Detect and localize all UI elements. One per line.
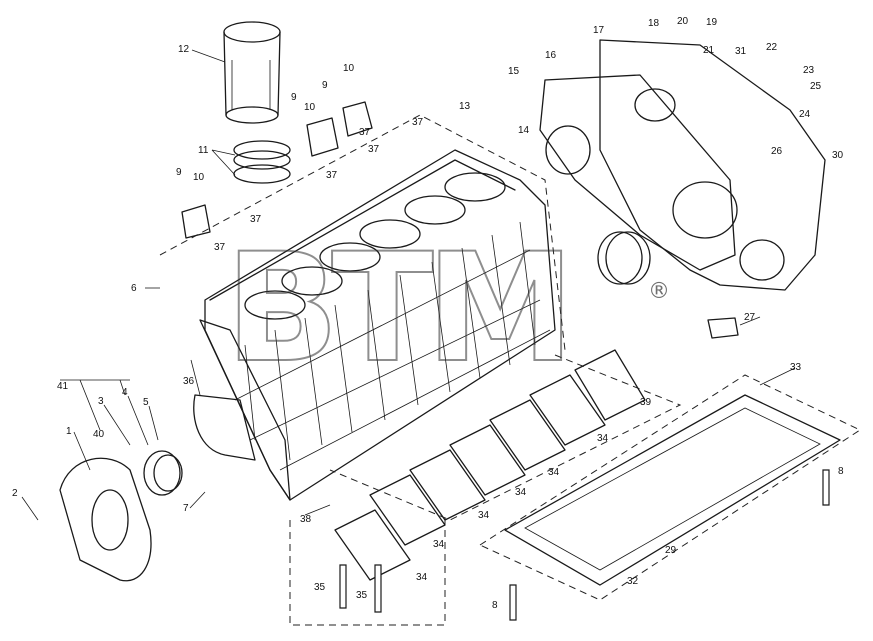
callout-label: 3 bbox=[98, 396, 104, 407]
callout-label: 39 bbox=[640, 397, 652, 408]
main-bearing-caps bbox=[334, 349, 646, 581]
callout-label: 23 bbox=[803, 65, 815, 76]
callout-label: 22 bbox=[766, 42, 778, 53]
callout-label: 16 bbox=[545, 50, 557, 61]
bolt bbox=[509, 584, 517, 621]
callouts: 1 2 3 4 5 6 7 8 8 9 9 9 10 10 10 11 12 1… bbox=[12, 16, 844, 611]
callout-label: 37 bbox=[326, 170, 338, 181]
callout-label: 20 bbox=[677, 16, 689, 27]
callout-label: 34 bbox=[548, 467, 560, 478]
callout-label: 2 bbox=[12, 488, 18, 499]
cylinder-liner bbox=[223, 21, 281, 124]
callout-label: 10 bbox=[193, 172, 205, 183]
callout-label: 12 bbox=[178, 44, 190, 55]
bolt bbox=[822, 469, 830, 506]
callout-label: 35 bbox=[314, 582, 326, 593]
front-seal bbox=[143, 450, 183, 496]
callout-label: 34 bbox=[515, 487, 527, 498]
cover-plate bbox=[306, 117, 339, 157]
callout-label: 9 bbox=[176, 167, 182, 178]
watermark: BTM bbox=[225, 222, 567, 396]
callout-label: 21 bbox=[703, 45, 715, 56]
cover-plate bbox=[181, 204, 211, 239]
group-outline-6 bbox=[159, 114, 566, 351]
callout-label: 29 bbox=[665, 545, 677, 556]
callout-label: 31 bbox=[735, 46, 747, 57]
callout-label: 11 bbox=[198, 145, 209, 156]
front-cover bbox=[59, 457, 152, 582]
callout-label: 34 bbox=[416, 572, 428, 583]
callout-label: 8 bbox=[838, 466, 844, 477]
callout-label: 18 bbox=[648, 18, 660, 29]
callout-label: 24 bbox=[799, 109, 811, 120]
callout-label: 10 bbox=[343, 63, 355, 74]
callout-label: 37 bbox=[359, 127, 371, 138]
callout-label: 40 bbox=[93, 429, 105, 440]
callout-label: 15 bbox=[508, 66, 520, 77]
callout-label: 1 bbox=[66, 426, 72, 437]
group-outline-33 bbox=[478, 374, 862, 601]
cover-plate bbox=[342, 101, 373, 137]
callout-label: 9 bbox=[291, 92, 297, 103]
callout-label: 8 bbox=[492, 600, 498, 611]
cylinder-block bbox=[193, 149, 556, 501]
callout-label: 37 bbox=[214, 242, 226, 253]
callout-label: 10 bbox=[304, 102, 316, 113]
callout-label: 19 bbox=[706, 17, 718, 28]
cover-27 bbox=[707, 317, 739, 339]
bolt bbox=[339, 564, 347, 609]
callout-label: 37 bbox=[250, 214, 262, 225]
bearing bbox=[597, 231, 651, 285]
callout-label: 36 bbox=[183, 376, 195, 387]
bolt bbox=[374, 564, 382, 613]
callout-label: 37 bbox=[368, 144, 380, 155]
callout-label: 17 bbox=[593, 25, 605, 36]
seal-rings bbox=[233, 140, 291, 184]
callout-label: 9 bbox=[322, 80, 328, 91]
callout-label: 33 bbox=[790, 362, 802, 373]
callout-label: 27 bbox=[744, 312, 756, 323]
oil-pan bbox=[504, 394, 841, 586]
gasket-plate bbox=[539, 74, 736, 271]
callout-label: 35 bbox=[356, 590, 368, 601]
callout-label: 7 bbox=[183, 503, 189, 514]
group-outline-39 bbox=[329, 354, 682, 521]
callout-label: 4 bbox=[122, 387, 128, 398]
callout-label: 6 bbox=[131, 283, 137, 294]
group-outline-38 bbox=[289, 520, 446, 626]
registered-mark: ® bbox=[648, 279, 670, 304]
callout-label: 34 bbox=[478, 510, 490, 521]
callout-label: 5 bbox=[143, 397, 149, 408]
gear-housing bbox=[599, 39, 826, 291]
callout-label: 13 bbox=[459, 101, 471, 112]
callout-label: 34 bbox=[597, 433, 609, 444]
callout-label: 26 bbox=[771, 146, 783, 157]
callout-label: 25 bbox=[810, 81, 822, 92]
callout-label: 38 bbox=[300, 514, 312, 525]
callout-label: 32 bbox=[627, 576, 639, 587]
callout-label: 34 bbox=[433, 539, 445, 550]
callout-label: 14 bbox=[518, 125, 530, 136]
leader-lines bbox=[21, 49, 796, 521]
callout-label: 37 bbox=[412, 117, 424, 128]
callout-label: 41 bbox=[57, 381, 69, 392]
callout-label: 30 bbox=[832, 150, 844, 161]
